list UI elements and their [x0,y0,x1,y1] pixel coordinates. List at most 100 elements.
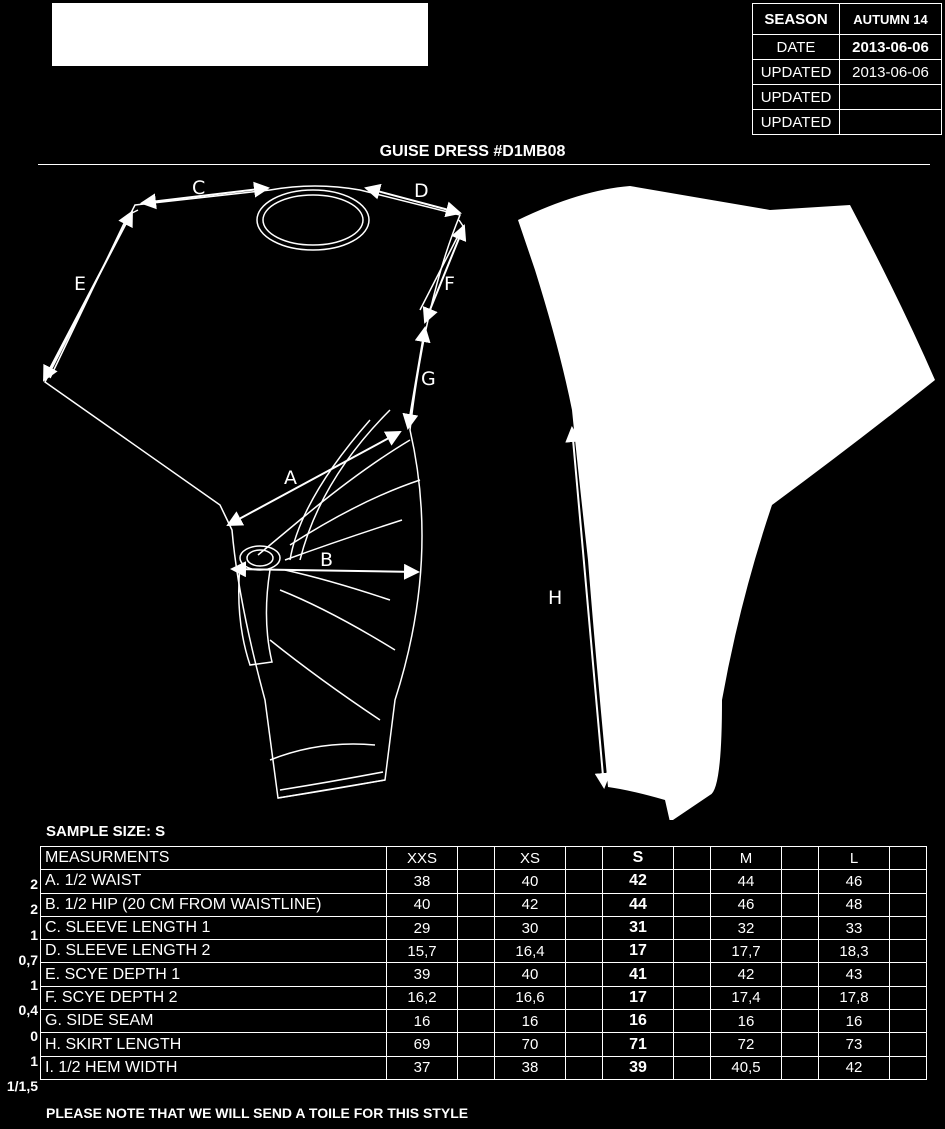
column-header: M [710,845,782,871]
measurement-name: E. SCYE DEPTH 1 [40,962,387,987]
label-c: C [192,177,205,199]
label-d: D [414,180,429,202]
column-header: S [602,845,674,871]
cell-l: 33 [818,915,890,941]
grade-value: 0 [30,1027,38,1044]
label-g: G [421,368,436,390]
cell-m: 42 [710,962,782,987]
cell-l: 48 [818,892,890,917]
cell-xs: 38 [494,1055,566,1080]
table-row: D. SLEEVE LENGTH 2 15,7 16,4 17 17,7 18,… [40,939,927,964]
cell-s: 17 [602,985,674,1011]
grade-column: 2 2 1 0,7 1 0,4 0 1 1/1,5 [0,872,38,1100]
date-value: 2013-06-06 [839,34,942,60]
table-row: F. SCYE DEPTH 2 16,2 16,6 17 17,4 17,8 [40,985,927,1011]
table-row: A. 1/2 WAIST 38 40 42 44 46 [40,869,927,894]
cell-xxs: 38 [386,869,458,894]
cell-xxs: 29 [386,915,458,941]
garment-sketches: C D E F G A B H [43,177,935,820]
cell-s: 42 [602,869,674,894]
table-header-row: MEASURMENTS XXS XS S M L [40,845,927,871]
cell-l: 16 [818,1009,890,1034]
column-header: XS [494,845,566,871]
logo-placeholder [52,3,428,66]
measurement-name: H. SKIRT LENGTH [40,1032,387,1057]
sample-size-label: SAMPLE SIZE: S [46,823,166,840]
cell-xs: 16 [494,1009,566,1034]
label-e: E [74,273,86,295]
cell-l: 17,8 [818,985,890,1011]
table-row: B. 1/2 HIP (20 CM FROM WAISTLINE) 40 42 … [40,892,927,917]
grade-value: 0,7 [18,951,38,968]
cell-xxs: 16 [386,1009,458,1034]
table-row: G. SIDE SEAM 16 16 16 16 16 [40,1009,927,1034]
cell-xs: 40 [494,962,566,987]
measurement-name: C. SLEEVE LENGTH 1 [40,915,387,941]
cell-s: 31 [602,915,674,941]
cell-xxs: 40 [386,892,458,917]
measurement-name: D. SLEEVE LENGTH 2 [40,939,387,964]
cell-s: 44 [602,892,674,917]
updated-label-3: UPDATED [752,109,840,135]
season-info-table: SEASON AUTUMN 14 DATE 2013-06-06 UPDATED… [752,3,942,135]
grade-value: 0,4 [18,1002,38,1019]
cell-xs: 16,4 [494,939,566,964]
cell-m: 32 [710,915,782,941]
table-row: E. SCYE DEPTH 1 39 40 41 42 43 [40,962,927,987]
measurement-name: B. 1/2 HIP (20 CM FROM WAISTLINE) [40,892,387,917]
cell-l: 73 [818,1032,890,1057]
updated-label-2: UPDATED [752,84,840,110]
cell-m: 17,4 [710,985,782,1011]
cell-xxs: 16,2 [386,985,458,1011]
table-row: C. SLEEVE LENGTH 1 29 30 31 32 33 [40,915,927,941]
cell-xs: 70 [494,1032,566,1057]
cell-m: 46 [710,892,782,917]
cell-m: 40,5 [710,1055,782,1080]
cell-s: 39 [602,1055,674,1080]
grade-value: 2 [30,876,38,892]
grade-value: 1 [30,1053,38,1070]
measurement-name: I. 1/2 HEM WIDTH [40,1055,387,1080]
season-label: SEASON [752,3,840,35]
cell-s: 17 [602,939,674,964]
cell-s: 41 [602,962,674,987]
cell-s: 71 [602,1032,674,1057]
label-f: F [444,273,455,295]
column-header: MEASURMENTS [40,845,387,871]
label-a: A [284,467,297,489]
cell-s: 16 [602,1009,674,1034]
grade-value: 1/1,5 [6,1078,38,1095]
cell-xs: 16,6 [494,985,566,1011]
measurement-name: G. SIDE SEAM [40,1009,387,1034]
grade-value: 2 [30,901,38,918]
updated-value-1: 2013-06-06 [839,59,942,85]
toile-note: PLEASE NOTE THAT WE WILL SEND A TOILE FO… [46,1105,469,1121]
cell-l: 43 [818,962,890,987]
cell-xs: 42 [494,892,566,917]
front-dress-sketch [44,185,464,799]
label-b: B [320,549,333,571]
cell-m: 17,7 [710,939,782,964]
season-value: AUTUMN 14 [839,3,942,35]
cell-xs: 30 [494,915,566,941]
cell-m: 16 [710,1009,782,1034]
table-row: H. SKIRT LENGTH 69 70 71 72 73 [40,1032,927,1057]
updated-value-3 [839,109,942,135]
grade-value: 1 [30,977,38,994]
updated-value-2 [839,84,942,110]
cell-xs: 40 [494,869,566,894]
measurement-name: A. 1/2 WAIST [40,869,387,894]
cell-xxs: 37 [386,1055,458,1080]
cell-l: 42 [818,1055,890,1080]
title-divider [38,164,930,165]
cell-xxs: 15,7 [386,939,458,964]
page-title: GUISE DRESS #D1MB08 [379,143,566,160]
cell-l: 46 [818,869,890,894]
cell-xxs: 39 [386,962,458,987]
cell-m: 44 [710,869,782,894]
column-header: L [818,845,890,871]
label-h: H [548,587,562,609]
measurement-name: F. SCYE DEPTH 2 [40,985,387,1011]
cell-xxs: 69 [386,1032,458,1057]
measurement-arrows [43,181,611,789]
